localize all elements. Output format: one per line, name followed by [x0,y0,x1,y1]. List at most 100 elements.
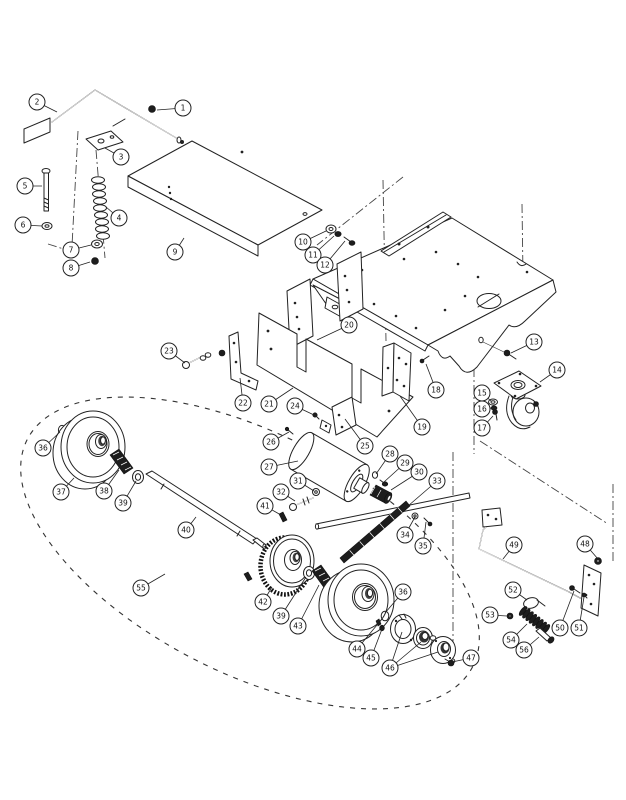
driveline [52,410,395,643]
callout-number-32: 32 [276,488,286,497]
callout-number-45: 45 [366,654,376,663]
callout-number-5: 5 [23,182,28,191]
nut-34 [411,512,419,520]
callout-number-18: 18 [431,386,441,395]
callout-number-4: 4 [117,214,122,223]
callout-number-46: 46 [385,664,395,673]
callout-number-14: 14 [552,366,562,375]
bolt-32 [289,496,314,511]
callout-number-36: 36 [38,444,48,453]
callout-balloon-47 [462,649,480,667]
callout-number-39: 39 [276,612,286,621]
callout-number-39: 39 [118,499,128,508]
lever-bracket [580,564,602,617]
blade-assembly [314,492,471,564]
callout-number-34: 34 [400,531,410,540]
callout-number-43: 43 [293,622,303,631]
roller-assembly [284,426,393,511]
callout-balloon-32 [272,483,290,501]
callout-number-20: 20 [344,321,354,330]
callout-number-7: 7 [69,246,74,255]
callout-balloon-56 [515,641,533,659]
callout-number-6: 6 [21,221,26,230]
sprocket-42 [258,534,315,597]
callout-balloon-36 [34,439,52,457]
callout-number-33: 33 [432,477,442,486]
callout-number-44: 44 [352,645,362,654]
callout-number-1: 1 [181,104,186,113]
callout-balloon-54 [502,631,520,649]
callout-number-3: 3 [119,153,124,162]
callout-number-23: 23 [164,347,174,356]
callout-balloon-13 [525,333,543,351]
callout-number-51: 51 [574,624,584,633]
callout-number-16: 16 [477,405,487,414]
callout-balloon-34 [396,526,414,544]
plate-stack [182,251,430,438]
callout-balloon-27 [260,458,278,476]
callout-balloon-24 [286,397,304,415]
split-collar-46a [390,613,416,644]
side-plate-19 [392,342,412,402]
callout-balloon-45 [362,649,380,667]
knob-52 [523,597,546,609]
callout-balloon-5 [16,177,34,195]
bolt-set-23 [182,349,226,369]
callout-balloon-53 [481,606,499,624]
callout-balloon-35 [414,537,432,555]
callout-number-52: 52 [508,586,518,595]
callout-number-10: 10 [298,238,308,247]
callout-balloon-8 [62,259,80,277]
callout-balloon-49 [505,536,523,554]
callout-balloon-22 [234,394,252,412]
pin-56 [535,627,555,644]
caster-mount-screw-13 [478,336,517,360]
callout-balloon-25 [356,437,374,455]
caster-assembly [488,370,542,430]
callout-number-35: 35 [418,542,428,551]
callout-number-50: 50 [555,624,565,633]
bolt-50 [569,585,581,594]
callout-balloon-2 [28,93,46,111]
handle-flag [23,117,51,144]
angle-bracket-22 [228,331,259,391]
callout-balloon-12 [316,256,334,274]
nut-31 [312,488,320,496]
key-41 [278,511,288,523]
callout-balloon-10 [294,233,312,251]
washer-39a [132,470,144,484]
callout-balloon-3 [112,148,130,166]
callout-number-11: 11 [308,251,318,260]
callout-number-42: 42 [258,598,268,607]
key-44-left [243,571,253,582]
retaining-ring-36b [380,610,390,622]
callout-number-53: 53 [485,611,495,620]
callout-number-55: 55 [136,584,146,593]
callout-balloon-23 [160,342,178,360]
callout-number-27: 27 [264,463,274,472]
washer-39b [303,566,315,580]
callout-number-24: 24 [290,402,300,411]
nut-48 [594,557,602,565]
callout-number-19: 19 [417,423,427,432]
callout-balloon-50 [551,619,569,637]
spring-54 [518,606,551,634]
callout-number-2: 2 [35,98,40,107]
callout-balloon-36 [394,583,412,601]
callout-number-47: 47 [466,654,476,663]
fastener-set-10-12 [325,224,356,246]
callout-balloon-30 [410,463,428,481]
spring-pin-38 [109,448,134,475]
callout-balloon-38 [95,482,113,500]
callout-balloon-20 [340,316,358,334]
callout-balloon-14 [548,361,566,379]
callout-number-15: 15 [477,389,487,398]
callout-number-13: 13 [529,338,539,347]
callout-balloon-19 [413,418,431,436]
lever-top-plate [481,507,503,528]
callout-number-41: 41 [260,502,270,511]
callout-balloon-29 [396,454,414,472]
callout-number-31: 31 [293,477,303,486]
callout-number-54: 54 [506,636,516,645]
callout-number-21: 21 [264,400,274,409]
